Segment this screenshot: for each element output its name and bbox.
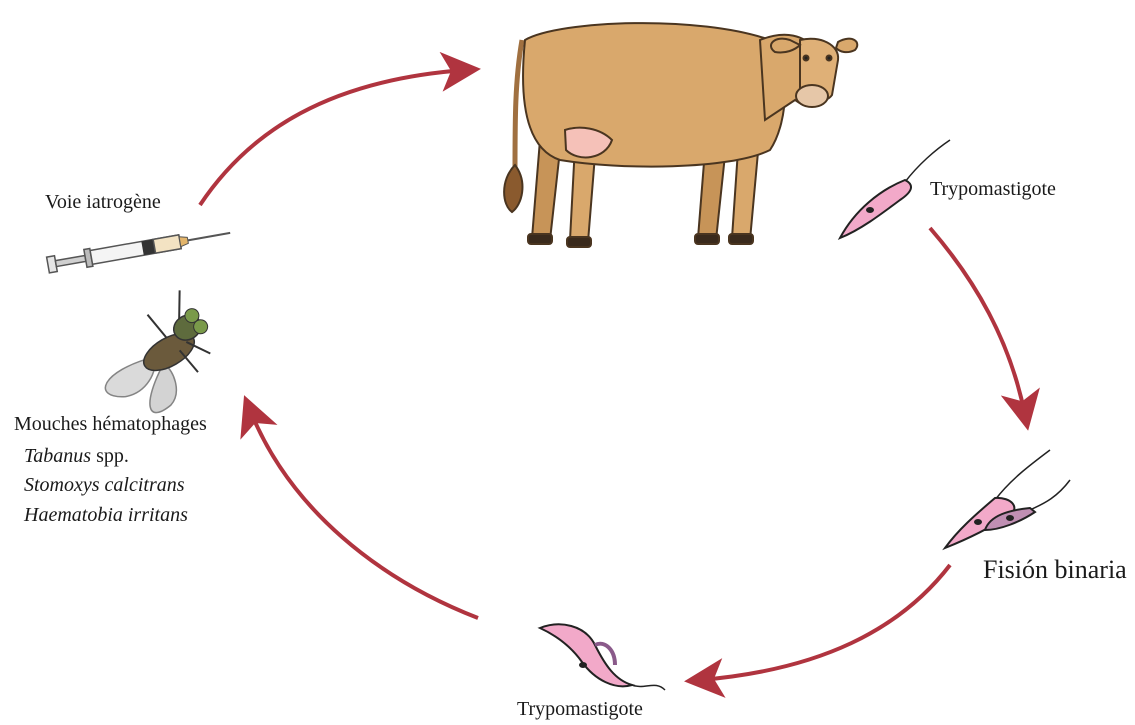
label-trypomastigote-bottom: Trypomastigote (517, 697, 643, 721)
arrow-fission-to-trypomastigote (700, 565, 950, 680)
label-binary-fission: Fisión binaria (983, 555, 1127, 585)
species-1-suffix: spp. (91, 445, 129, 467)
species-3-name: Haematobia irritans (24, 504, 188, 526)
fly-icon (81, 287, 234, 430)
species-1-genus: Tabanus (24, 445, 91, 467)
species-2-name: Stomoxys calcitrans (24, 474, 185, 496)
label-trypomastigote-top: Trypomastigote (930, 177, 1056, 201)
syringe-icon (46, 224, 231, 274)
label-iatrogenic-route: Voie iatrogène (45, 190, 161, 214)
arrow-trypomastigote-to-flies (250, 410, 478, 618)
label-species-1: Tabanus spp. (24, 444, 129, 468)
label-species-2: Stomoxys calcitrans (24, 473, 185, 497)
binary-fission-icon (945, 450, 1070, 548)
arrow-cow-to-fission (930, 228, 1025, 415)
label-blood-feeding-flies: Mouches hématophages (14, 412, 207, 436)
trypomastigote-icon-bottom (540, 624, 665, 690)
cow-icon (504, 23, 857, 247)
arrow-iatrogenic-to-cow (200, 70, 465, 205)
label-species-3: Haematobia irritans (24, 503, 188, 527)
